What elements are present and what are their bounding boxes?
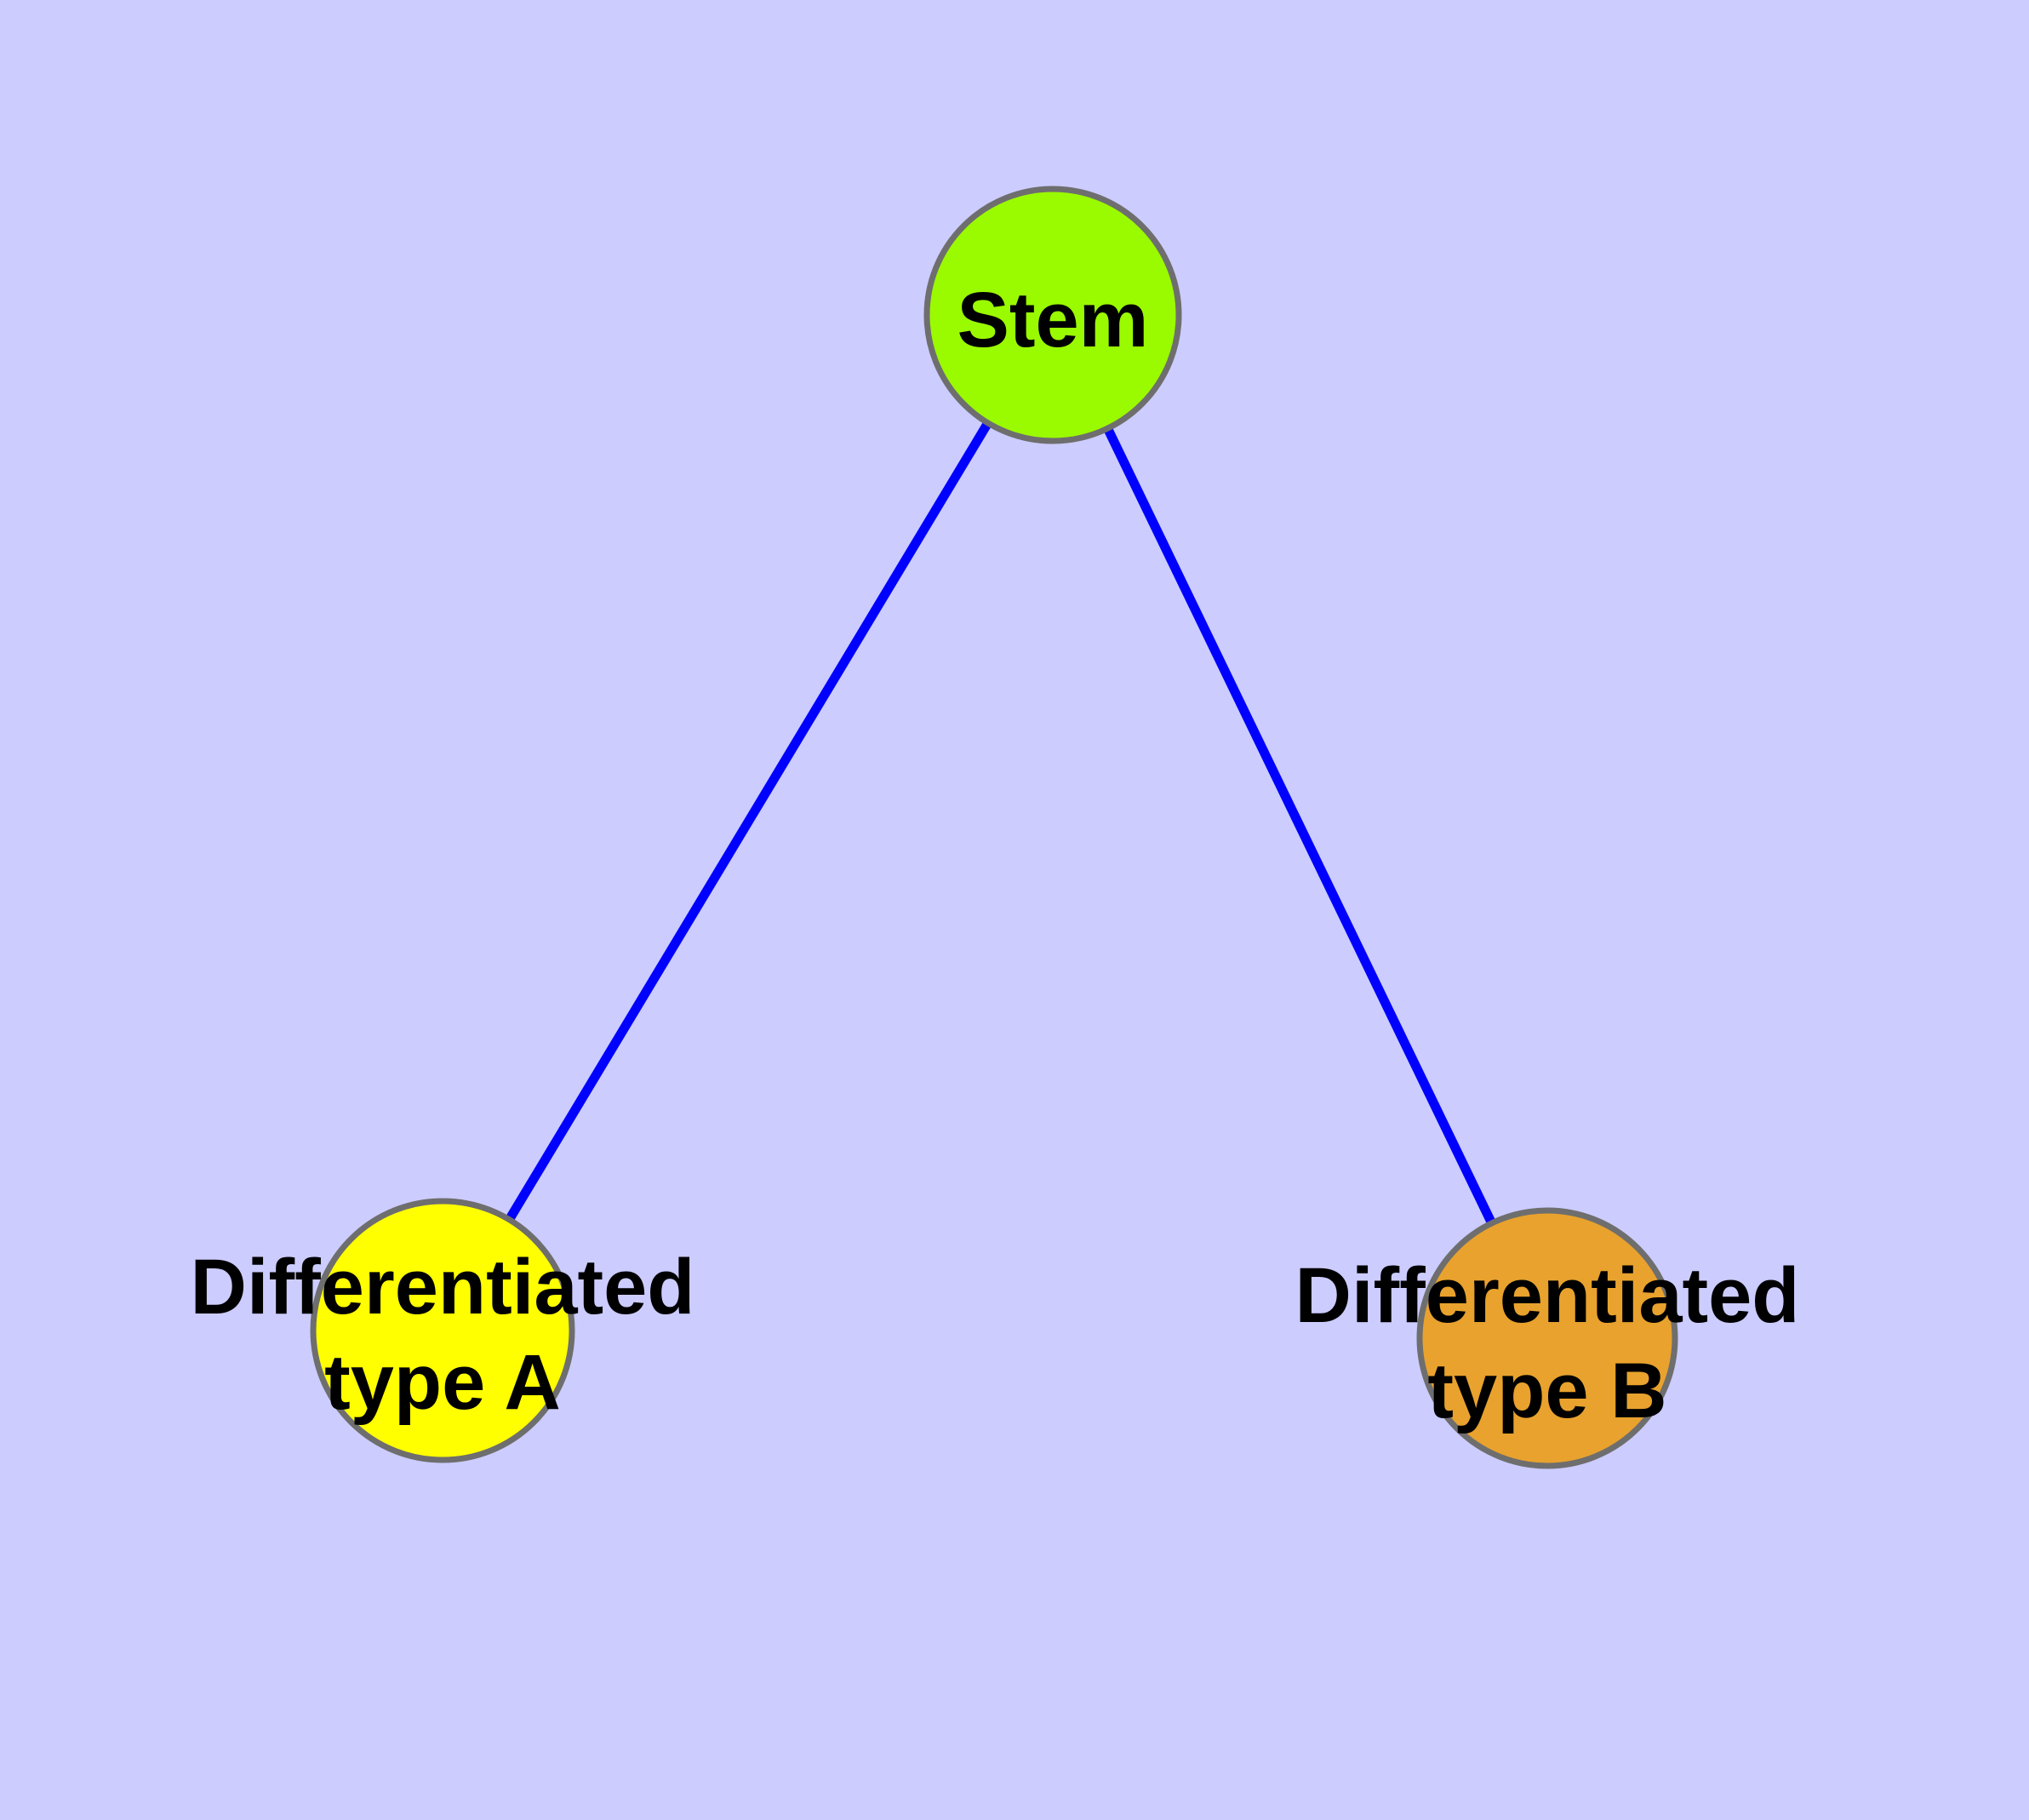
node-type-b-circle — [1416, 1207, 1678, 1469]
node-stem-label: Stem — [957, 277, 1149, 363]
node-type-a-label-line1: Differentiated — [191, 1244, 695, 1331]
node-type-b-label-line2: type B — [1427, 1348, 1666, 1434]
edge-stem-to-type-a — [438, 312, 1057, 1333]
node-type-a-label-line2: type A — [324, 1339, 561, 1426]
node-stem-circle — [923, 186, 1182, 444]
node-type-b-label-line1: Differentiated — [1295, 1252, 1800, 1339]
edge-stem-to-type-b — [1049, 312, 1552, 1341]
node-type-a-circle — [310, 1198, 575, 1463]
